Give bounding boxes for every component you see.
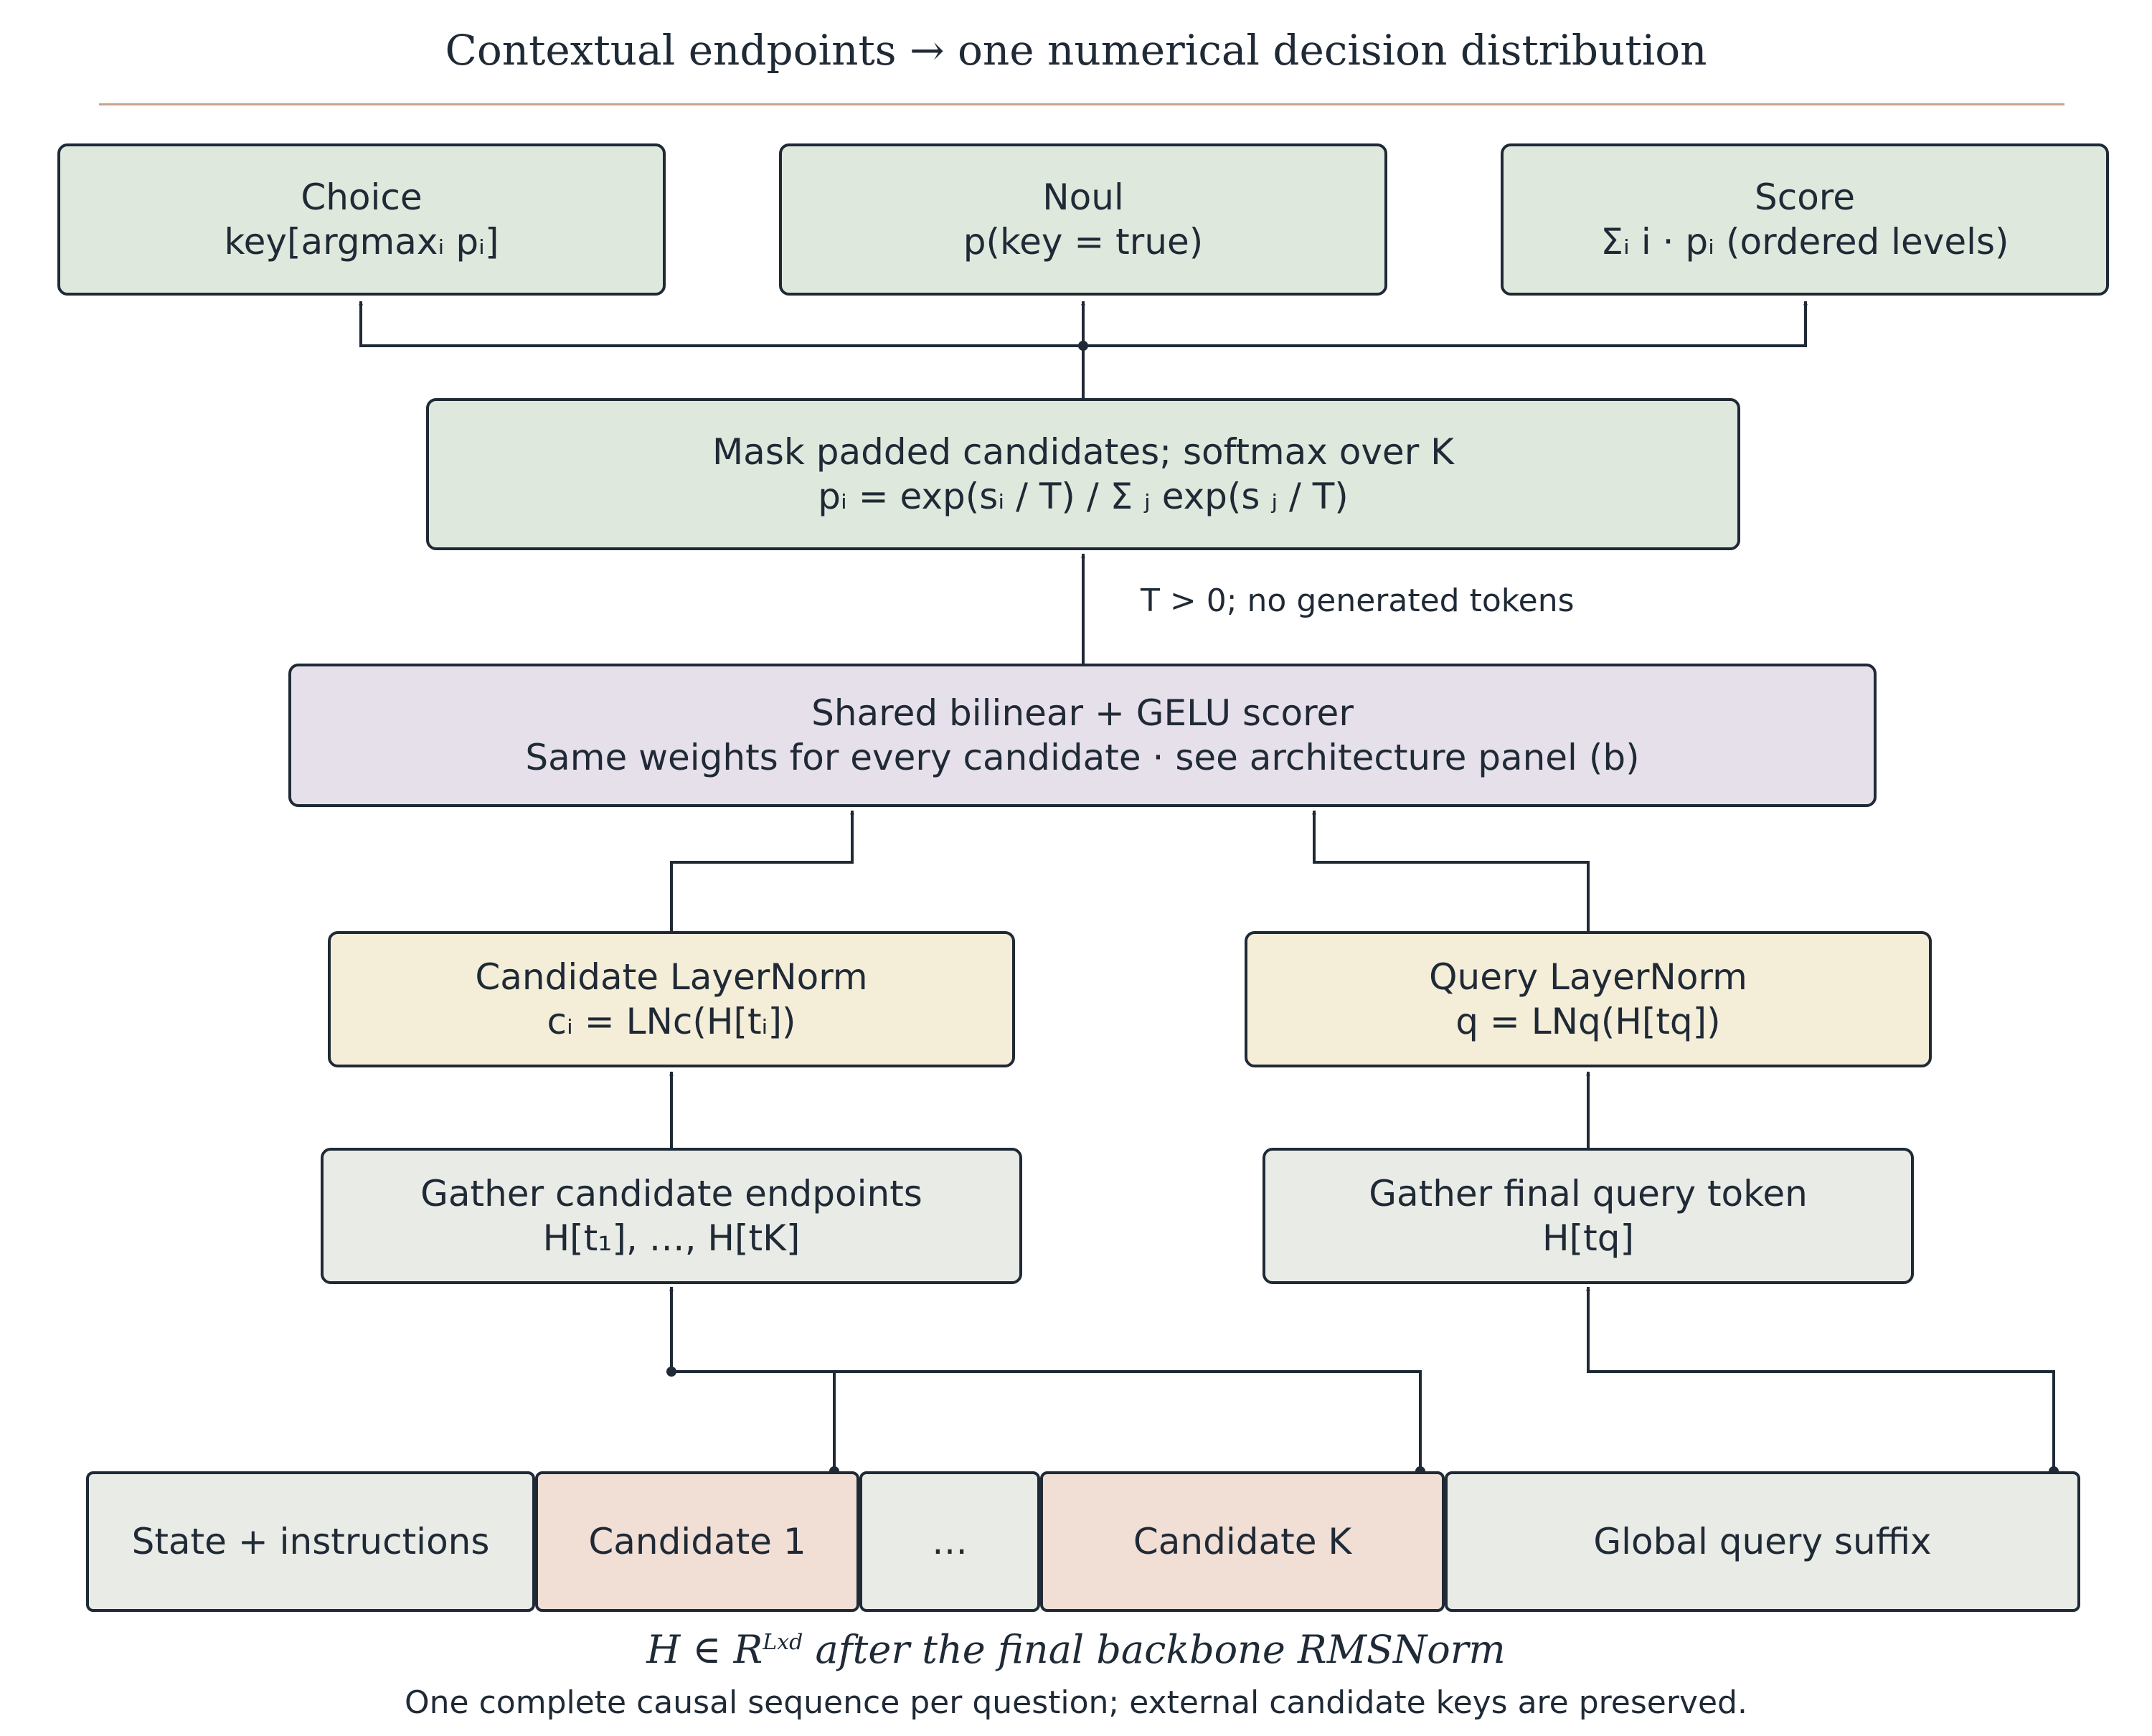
- softmax-box: Mask padded candidates; softmax over K p…: [426, 398, 1740, 550]
- caption-math-superscript: Lxd: [763, 1630, 803, 1655]
- sequence-candidate-k-segment: Candidate K: [1040, 1471, 1445, 1612]
- softmax-title: Mask padded candidates; softmax over K: [712, 430, 1454, 473]
- score-formula: Σᵢ i · pᵢ (ordered levels): [1600, 221, 2009, 263]
- noul-box: Noul p(key = true): [779, 143, 1387, 296]
- softmax-formula: pᵢ = exp(sᵢ / T) / Σ ⱼ exp(s ⱼ / T): [818, 476, 1349, 517]
- arrow-query-to-gather: [1586, 1286, 2055, 1471]
- candidate-layernorm-box: Candidate LayerNorm cᵢ = LNc(H[tᵢ]): [328, 931, 1015, 1067]
- sequence-query-suffix-segment: Global query suffix: [1445, 1471, 2080, 1612]
- wire-candidate-k: [834, 1370, 1422, 1471]
- junction-dot-outputs: [1078, 341, 1088, 351]
- gather-query-title: Gather final query token: [1369, 1172, 1808, 1214]
- scorer-title: Shared bilinear + GELU scorer: [811, 692, 1354, 734]
- choice-box: Choice key[argmaxᵢ pᵢ]: [57, 143, 666, 296]
- gather-query-formula: H[tq]: [1542, 1217, 1634, 1259]
- gather-candidates-formula: H[t₁], …, H[tK]: [542, 1217, 801, 1259]
- score-box: Score Σᵢ i · pᵢ (ordered levels): [1501, 143, 2109, 296]
- wire-candidate-1: [671, 1370, 836, 1471]
- temperature-note: T > 0; no generated tokens: [1141, 582, 1575, 619]
- query-layernorm-box: Query LayerNorm q = LNq(H[tq]): [1245, 931, 1932, 1067]
- sequence-ellipsis-segment: …: [859, 1471, 1040, 1612]
- sequence-caption: One complete causal sequence per questio…: [405, 1684, 1747, 1721]
- candidate-layernorm-formula: cᵢ = LNc(H[tᵢ]): [547, 1001, 796, 1042]
- choice-label: Choice: [301, 176, 423, 218]
- hidden-state-caption: H ∈ RLxd after the final backbone RMSNor…: [0, 1627, 2152, 1672]
- query-layernorm-formula: q = LNq(H[tq]): [1455, 1001, 1721, 1042]
- score-label: Score: [1754, 176, 1856, 218]
- diagram-title: Contextual endpoints → one numerical dec…: [445, 26, 1707, 75]
- caption-math-prefix: H ∈ R: [646, 1627, 763, 1672]
- candidate-layernorm-title: Candidate LayerNorm: [475, 956, 868, 998]
- arrow-to-choice: [359, 301, 1083, 347]
- junction-dot-gather: [666, 1367, 676, 1377]
- sequence-state-segment: State + instructions: [86, 1471, 535, 1612]
- noul-label: Noul: [1042, 176, 1124, 218]
- title-rule: [99, 103, 2064, 105]
- gather-candidates-title: Gather candidate endpoints: [420, 1172, 922, 1214]
- sequence-candidate-1-segment: Candidate 1: [535, 1471, 859, 1612]
- caption-math-suffix: after the final backbone RMSNorm: [803, 1627, 1506, 1672]
- gather-query-box: Gather final query token H[tq]: [1263, 1148, 1914, 1284]
- arrow-to-score: [1083, 301, 1808, 347]
- choice-formula: key[argmaxᵢ pᵢ]: [224, 221, 499, 263]
- scorer-box: Shared bilinear + GELU scorer Same weigh…: [288, 664, 1877, 807]
- gather-candidates-box: Gather candidate endpoints H[t₁], …, H[t…: [321, 1148, 1022, 1284]
- arrow-querynorm-to-scorer: [1312, 810, 1590, 931]
- arrow-candnorm-to-scorer: [670, 810, 854, 931]
- query-layernorm-title: Query LayerNorm: [1429, 956, 1747, 998]
- scorer-subtitle: Same weights for every candidate · see a…: [525, 737, 1640, 778]
- noul-formula: p(key = true): [963, 221, 1204, 263]
